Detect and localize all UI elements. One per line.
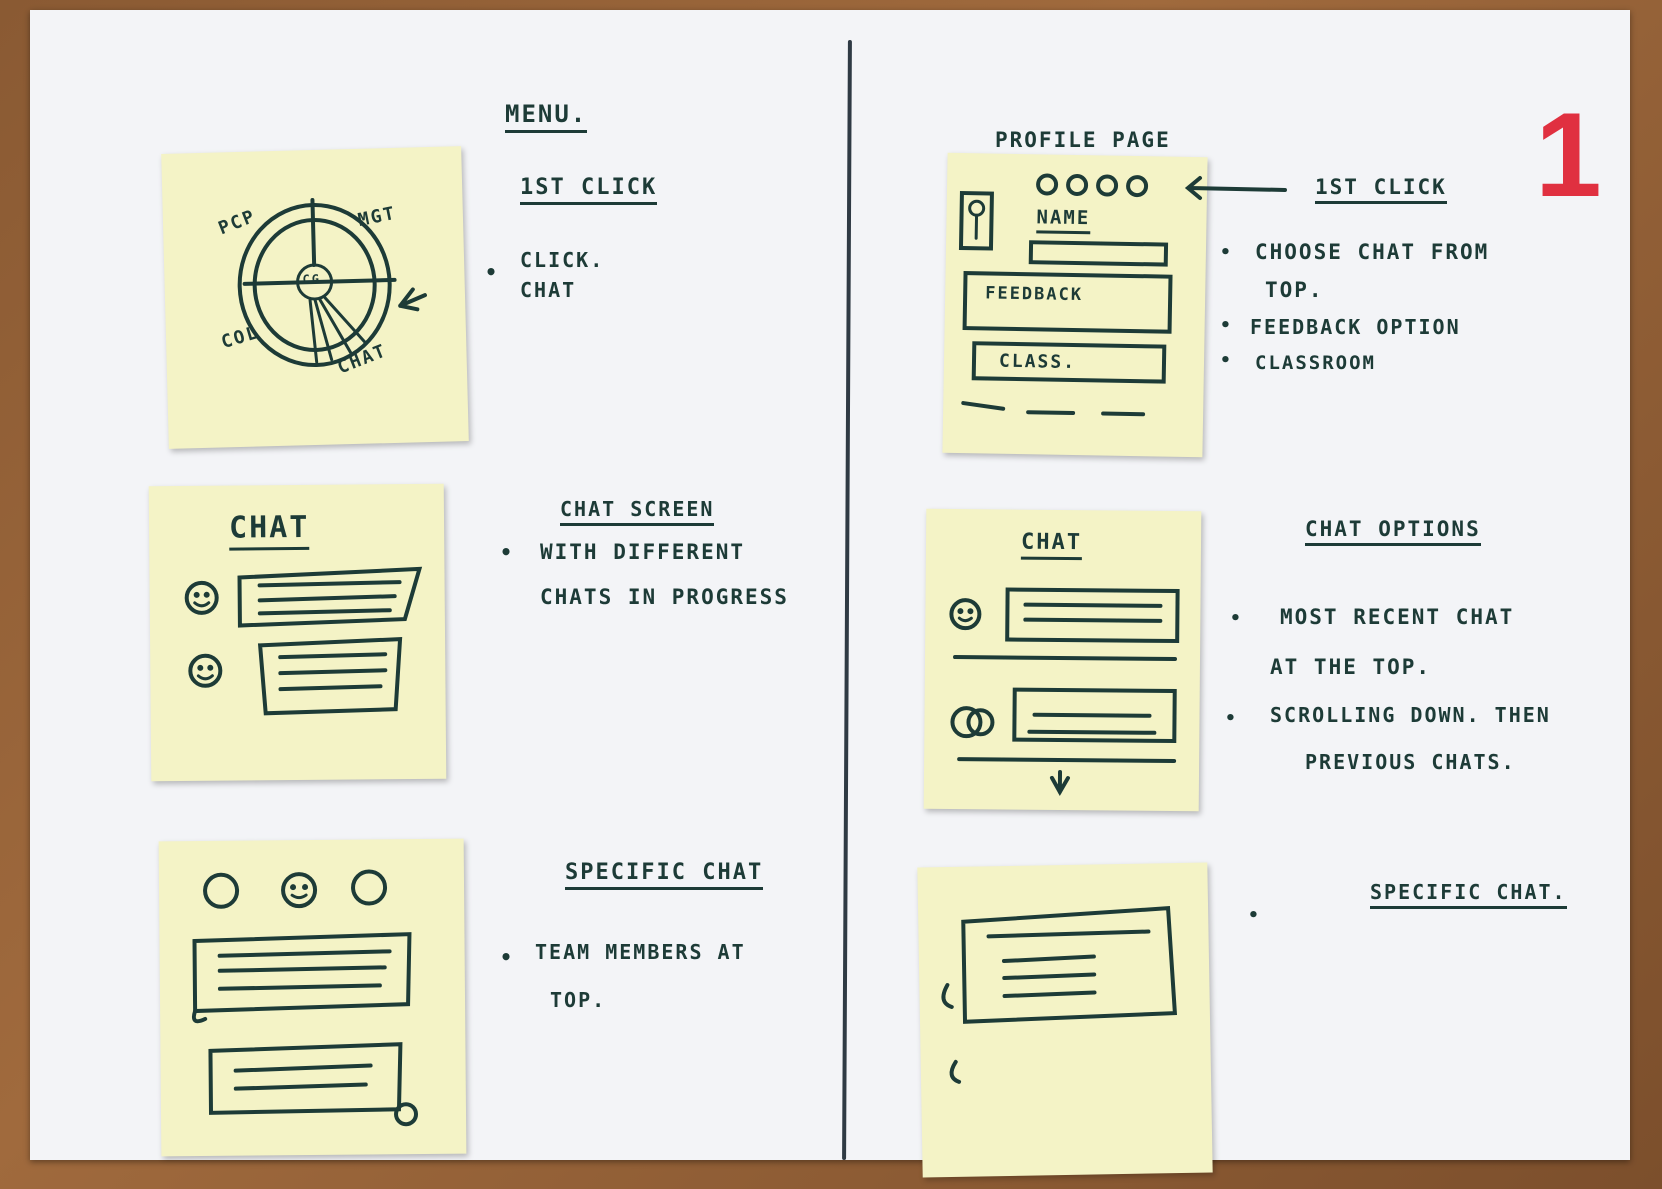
profile-note-feedback: FEEDBACK [985,283,1084,306]
profile-note-name: NAME [1036,206,1091,235]
specific-bullet-dot-right: • [1248,905,1261,926]
chat-options-bullet2-dot: • [1225,708,1238,729]
profile-heading: 1ST CLICK [1315,175,1447,204]
specific-chat-right-sketch [941,906,1178,1084]
specific-bullet-dot-left: • [500,945,515,969]
chat-options-bullet1-dot: • [1230,608,1243,629]
sticky-note-chat: CHAT [148,483,447,782]
profile-bullet1-dot: • [1220,242,1233,263]
chat-options-bullet2-line2: PREVIOUS CHATS. [1305,750,1516,774]
specific-bullet-line2: TOP. [550,988,607,1012]
profile-bullet1-line2: TOP. [1265,278,1324,302]
menu-label-center: CG [302,271,322,287]
chat-screen-heading: CHAT SCREEN [560,497,715,526]
profile-bullet3-dot: • [1220,350,1233,371]
menu-bullet-dot: • [485,260,500,284]
menu-subheading: 1ST CLICK [520,175,658,205]
profile-bullet2: FEEDBACK OPTION [1250,315,1461,339]
profile-bullet1-line1: CHOOSE CHAT FROM [1255,240,1490,264]
profile-note-class: CLASS. [998,350,1077,374]
sticky-note-chat-options: CHAT [923,508,1202,812]
chat-options-sketch [949,587,1180,797]
chat-list-sketch [184,566,423,716]
profile-page-title: PROFILE PAGE [995,128,1171,152]
chat-options-heading: CHAT OPTIONS [1305,517,1481,546]
specific-bullet-line1: TEAM MEMBERS AT [535,940,746,964]
sticky-note-menu: PCP MGT CG COL CHAT [161,146,469,449]
specific-chat-heading-left: SPECIFIC CHAT [565,860,764,890]
chat-options-bullet1-line1: MOST RECENT CHAT [1280,605,1515,629]
menu-wheel-sketch [237,198,427,368]
chat-options-bullet2-line1: SCROLLING DOWN. THEN [1270,703,1551,727]
profile-bullet3: CLASSROOM [1255,352,1376,374]
chat-bullet-line1: WITH DIFFERENT [540,540,746,564]
sticky-note-specific-chat [158,838,467,1157]
menu-heading: MENU. [505,100,588,133]
sticky-note-profile: NAME FEEDBACK CLASS. [942,152,1208,458]
profile-sketch [958,173,1173,417]
specific-chat-heading-right: SPECIFIC CHAT. [1370,880,1567,909]
chat-bullet-dot: • [500,540,515,564]
menu-bullet: CLICK. CHAT [520,248,605,302]
profile-bullet2-dot: • [1220,315,1233,336]
chat-bullet-line2: CHATS IN PROGRESS [540,585,789,609]
chat-options-bullet1-line2: AT THE TOP. [1270,655,1432,679]
specific-chat-sketch [191,869,419,1127]
sticky-note-specific-chat-right [917,862,1213,1178]
page-number: 1 [1535,88,1602,222]
